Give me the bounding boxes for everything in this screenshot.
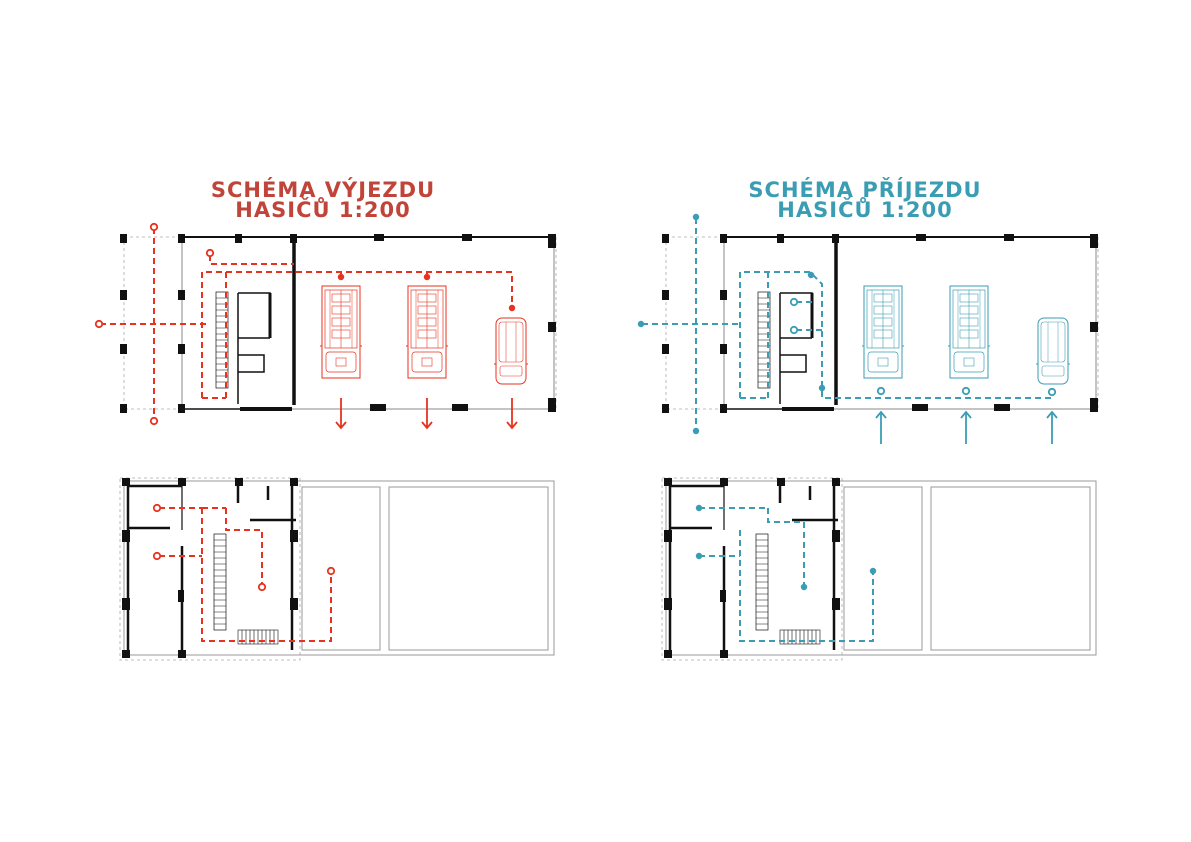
departure-upper-route: [159, 507, 332, 642]
departure-title-line2: HASIČŮ 1:200: [235, 198, 411, 222]
departure-upper-floor-plan: [120, 478, 554, 660]
departure-route-nodes: [94, 222, 516, 426]
fire-truck-1: [319, 285, 363, 379]
fire-van: [493, 317, 529, 385]
fire-van-2: [1035, 317, 1071, 385]
departure-scheme-title: SCHÉMA VÝJEZDU HASIČŮ 1:200: [153, 178, 493, 222]
arrival-route-nodes: [637, 213, 1057, 435]
arrival-upper-route: [699, 507, 874, 642]
arrival-upper-floor-plan: [662, 478, 1096, 660]
arrival-entry-arrows: [875, 410, 1058, 444]
arrival-ground-route: [642, 218, 1052, 430]
arrival-title-line1: SCHÉMA PŘÍJEZDU: [748, 178, 982, 202]
fire-truck-4: [947, 285, 991, 379]
departure-title-line1: SCHÉMA VÝJEZDU: [210, 178, 436, 202]
arrival-title-line2: HASIČŮ 1:200: [777, 198, 953, 222]
fire-truck-3: [861, 285, 905, 379]
arrival-upper-nodes: [695, 504, 877, 591]
departure-exit-arrows: [335, 398, 518, 430]
departure-ground-route: [100, 228, 513, 420]
arrival-scheme-title: SCHÉMA PŘÍJEZDU HASIČŮ 1:200: [695, 178, 1035, 222]
fire-truck-2: [405, 285, 449, 379]
departure-upper-nodes: [152, 503, 336, 592]
